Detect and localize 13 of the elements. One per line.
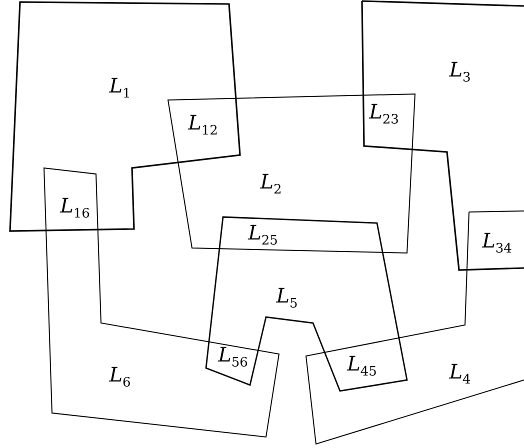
region-label: L$_{6}$ xyxy=(109,364,131,390)
region-label: L$_{34}$ xyxy=(482,230,512,256)
region-label: L$_{12}$ xyxy=(188,112,218,138)
region-label: L$_{23}$ xyxy=(369,102,399,126)
region-label: L$_{45}$ xyxy=(347,354,377,378)
region-label: L$_{56}$ xyxy=(218,344,248,370)
region-label: L$_{16}$ xyxy=(60,196,90,220)
region-label: L$_{5}$ xyxy=(276,286,298,310)
region-label: L$_{25}$ xyxy=(248,222,278,248)
region-label: L$_{1}$ xyxy=(109,76,131,100)
region-label: L$_{4}$ xyxy=(449,362,471,386)
region-label: L$_{2}$ xyxy=(260,172,282,196)
region-label: L$_{3}$ xyxy=(449,60,471,84)
